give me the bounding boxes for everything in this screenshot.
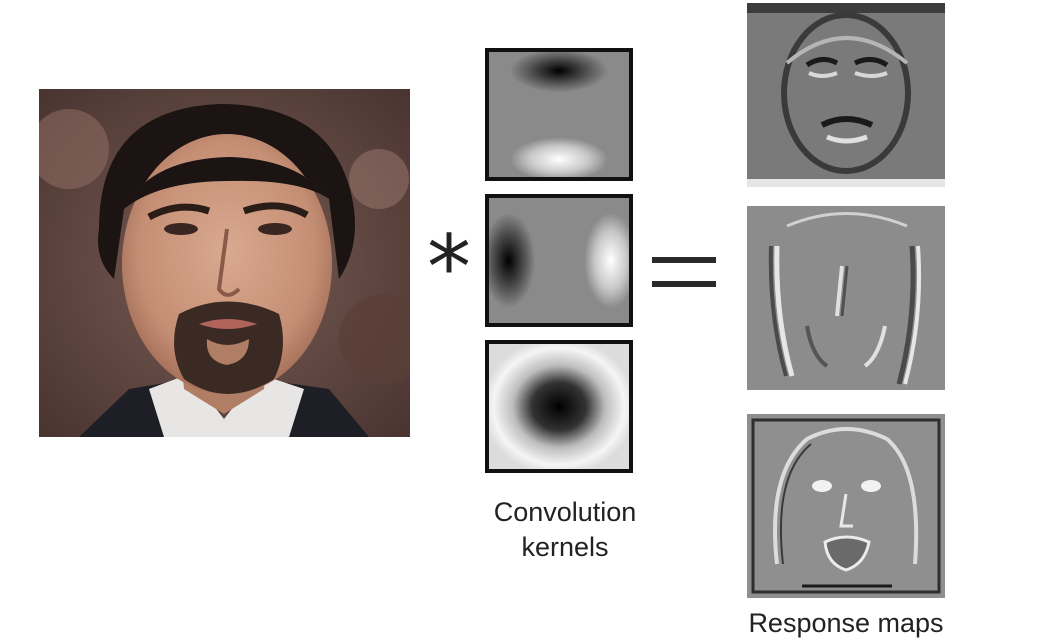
input-face-image [39, 89, 410, 437]
response-maps-caption: Response maps [748, 608, 944, 638]
kernels-caption-line2: kernels [521, 532, 609, 562]
vertical-edge-kernel [485, 194, 633, 327]
center-surround-kernel [485, 340, 633, 473]
horizontal-edge-kernel [485, 48, 633, 181]
response-map-horizontal [747, 3, 945, 187]
response-map-center-surround [747, 414, 945, 598]
kernels-caption: Convolution kernels [470, 495, 660, 565]
convolution-operator: * [427, 216, 471, 319]
equals-operator [652, 257, 716, 291]
kernels-caption-line1: Convolution [493, 497, 637, 527]
response-map-vertical [747, 206, 945, 390]
